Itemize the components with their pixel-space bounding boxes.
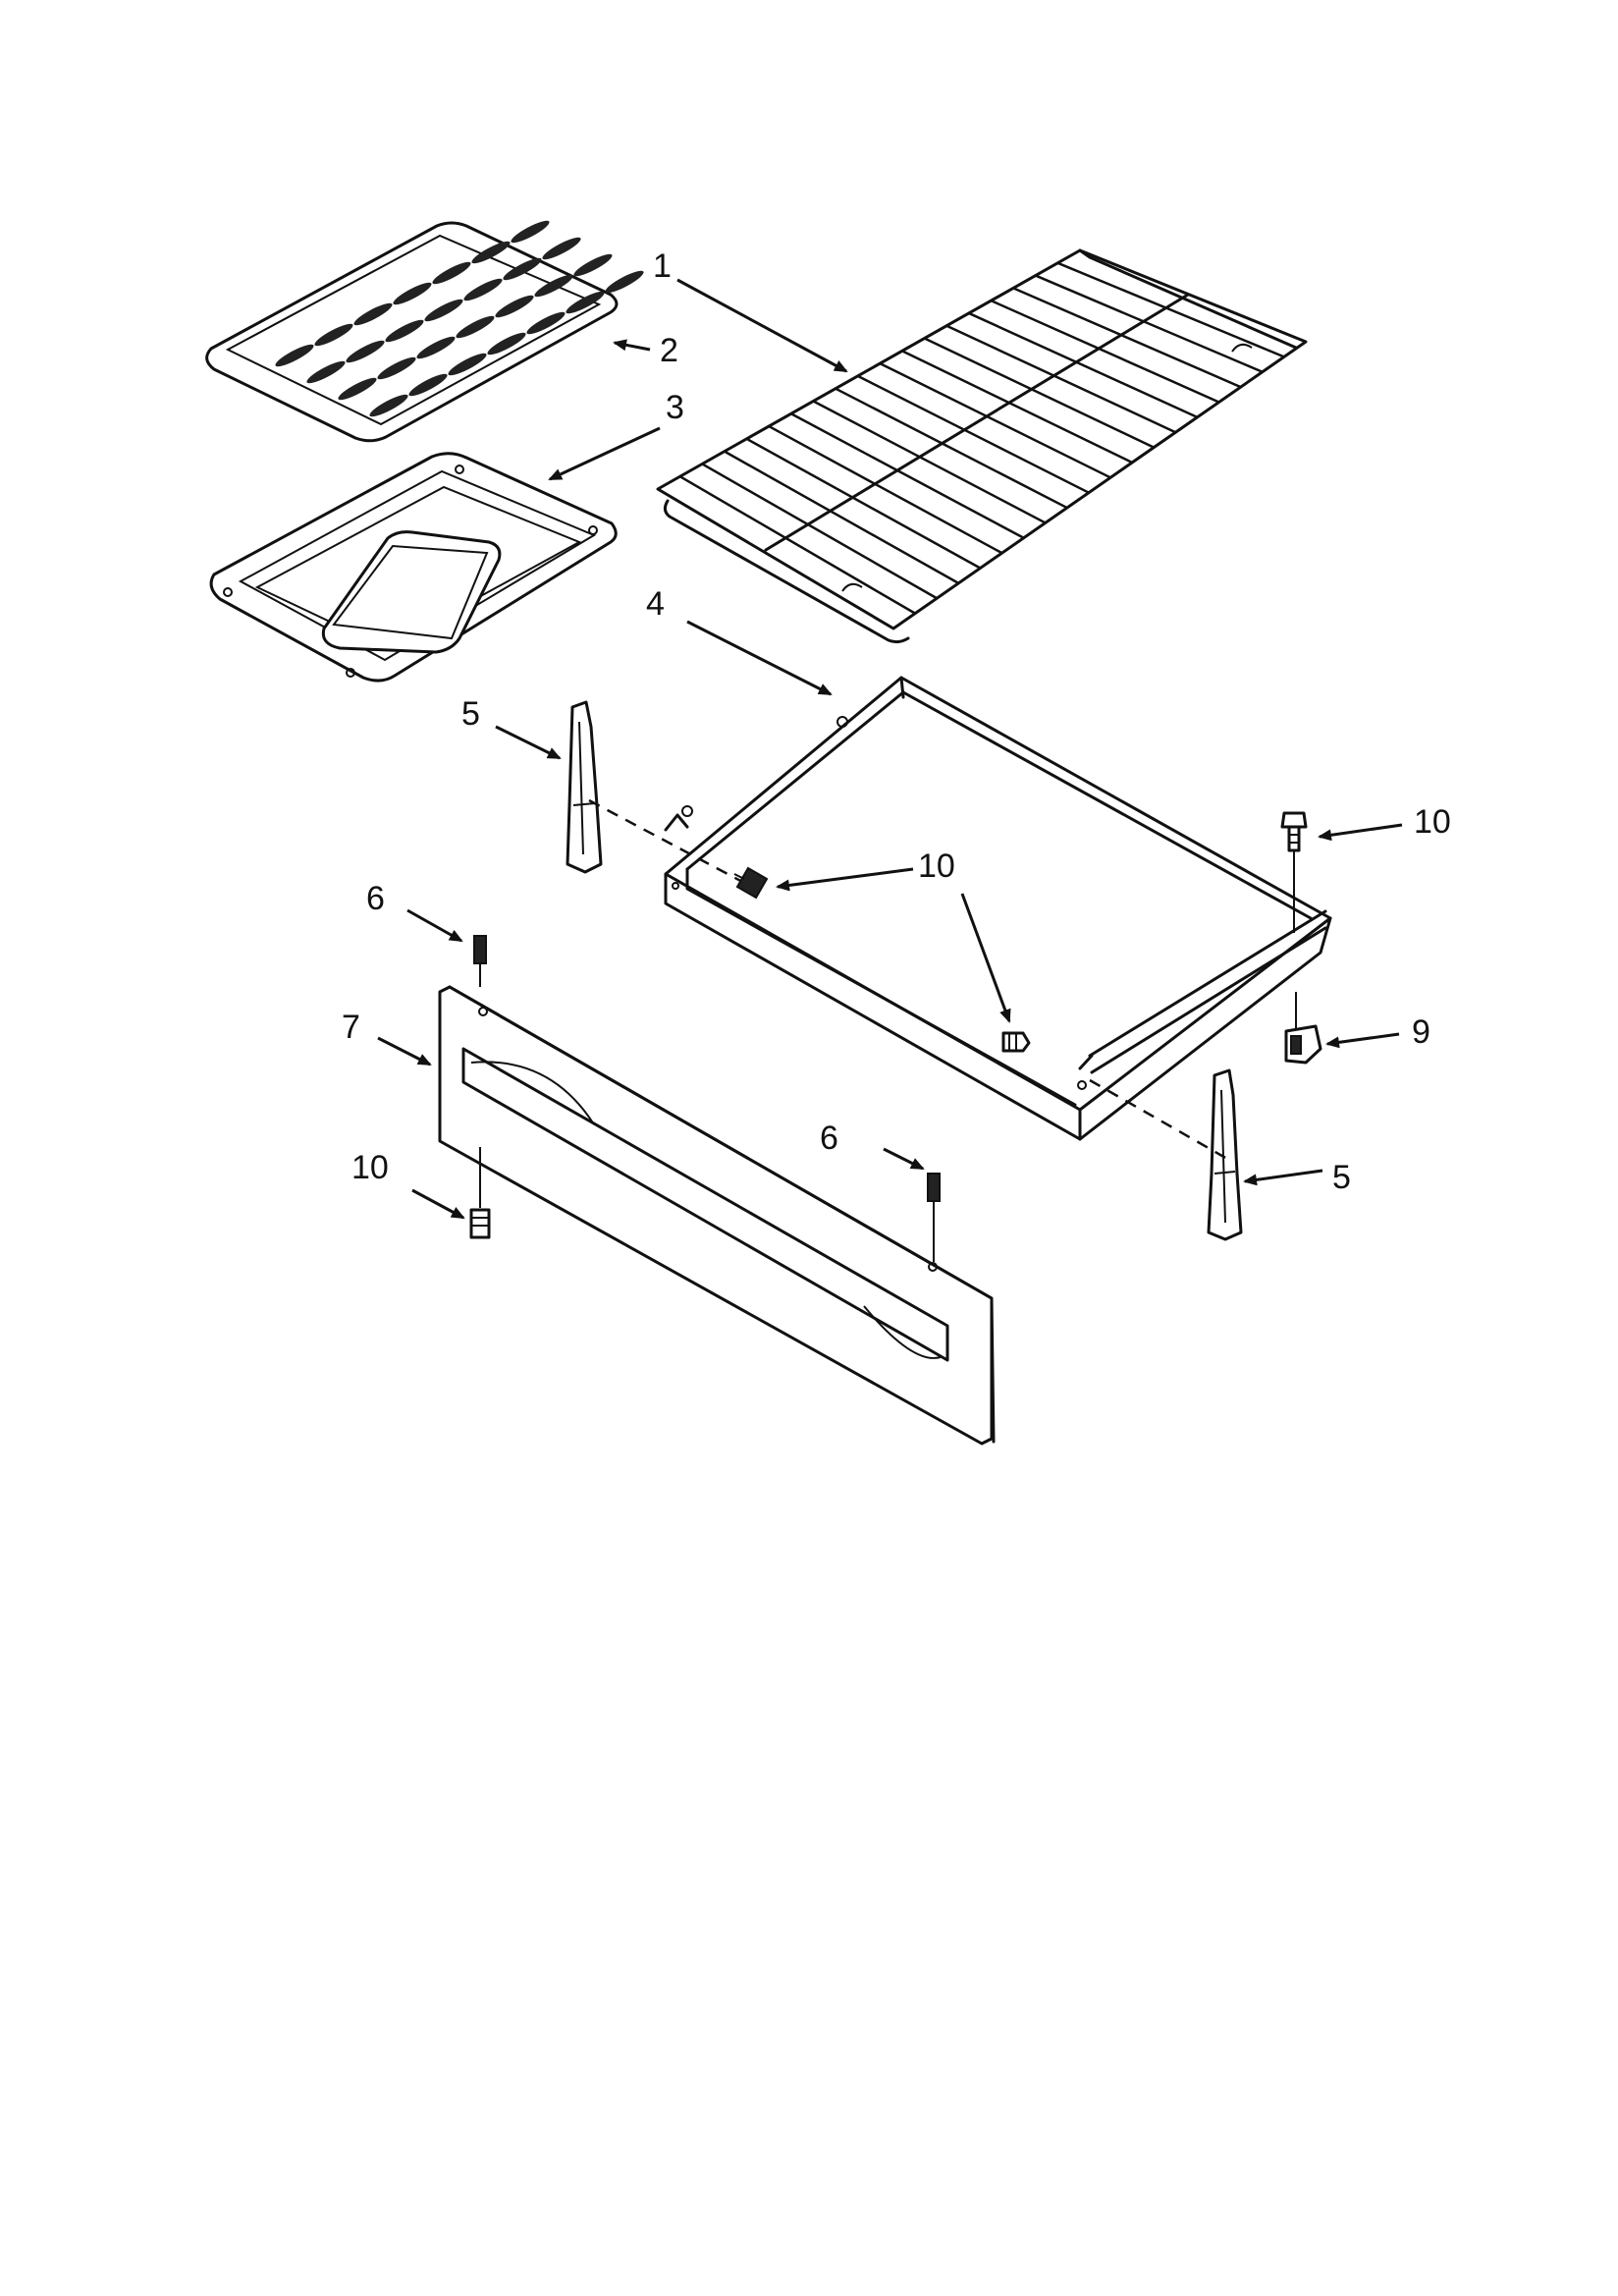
grid-slot (463, 278, 503, 301)
screw-6-right (927, 1173, 941, 1262)
grid-slot (456, 315, 495, 339)
grid-slot (416, 336, 456, 359)
grid-slot (408, 373, 448, 397)
rack-wire (901, 350, 1133, 465)
rack-wire (812, 400, 1047, 524)
rack-wire (835, 387, 1068, 510)
callout-label-6-right: 6 (820, 1120, 838, 1157)
rack-wire (745, 437, 982, 570)
callout-label-10-bottom-left: 10 (351, 1149, 389, 1186)
rack-wire (945, 324, 1176, 434)
grid-slot (605, 270, 644, 294)
screw-6-left (473, 935, 487, 987)
rack-wire (924, 337, 1155, 449)
grid-slot (566, 291, 605, 314)
grid-slot (573, 253, 613, 277)
oven-rack (656, 248, 1308, 644)
grid-slot (393, 282, 432, 305)
callout-label-10-center: 10 (918, 847, 955, 885)
grid-slot (503, 257, 542, 281)
drawer-slide-left (566, 700, 603, 874)
grid-slot (275, 344, 314, 367)
alignment-line-left (588, 798, 747, 886)
rack-wire (679, 475, 916, 615)
screw-10-drawer-right (1001, 1031, 1031, 1053)
callout-label-6-left: 6 (366, 880, 385, 917)
rack-wire (701, 463, 938, 600)
rack-wire (790, 412, 1025, 539)
grid-slot (346, 340, 385, 363)
grid-slots (275, 220, 644, 417)
screw-10-drawer-left (733, 866, 769, 900)
screw-10-bottom-left (469, 1147, 491, 1239)
grid-slot (385, 319, 424, 343)
rack-wire (1035, 274, 1264, 373)
callout-label-2: 2 (660, 332, 678, 369)
grid-slot (471, 241, 511, 264)
callout-label-3: 3 (666, 389, 684, 426)
rack-wire (1056, 261, 1285, 358)
grid-slot (377, 356, 416, 380)
grid-slot (542, 237, 581, 260)
rack-wire (879, 361, 1111, 479)
rack-wire (724, 450, 959, 584)
rack-wire (990, 300, 1220, 404)
callout-arrows (377, 278, 1403, 1220)
grid-slot (338, 377, 377, 401)
grid-slot (487, 332, 526, 355)
callout-label-7: 7 (342, 1009, 360, 1046)
grid-slot (534, 274, 573, 298)
storage-drawer (664, 676, 1332, 1141)
rack-wire (968, 311, 1198, 418)
grid-slot (526, 311, 566, 335)
callout-label-5-left: 5 (461, 695, 480, 733)
grid-slot (432, 261, 471, 285)
rack-wire (857, 374, 1090, 494)
rack-wire (1012, 287, 1242, 389)
alignment-line-right (1089, 1078, 1228, 1161)
grid-slot (511, 220, 550, 244)
bracket-9 (1284, 992, 1322, 1065)
rack-wire (768, 424, 1003, 555)
drawer-slide-right (1207, 1068, 1243, 1241)
grid-slot (369, 394, 408, 417)
callout-label-10-right: 10 (1414, 803, 1451, 841)
screw-10-right (1280, 811, 1308, 933)
broiler-pan (209, 452, 618, 683)
grid-slot (314, 323, 353, 347)
grid-slot (495, 295, 534, 318)
callout-label-5-right: 5 (1332, 1159, 1351, 1196)
grid-slot (448, 353, 487, 376)
drawer-front-panel (438, 985, 996, 1446)
callout-label-4: 4 (646, 585, 665, 623)
callout-label-1: 1 (653, 247, 672, 285)
grid-slot (306, 360, 346, 384)
broiler-grid (205, 220, 644, 443)
callout-label-9: 9 (1412, 1013, 1430, 1051)
grid-slot (424, 299, 463, 322)
rack-wires (679, 261, 1285, 615)
grid-slot (353, 302, 393, 326)
